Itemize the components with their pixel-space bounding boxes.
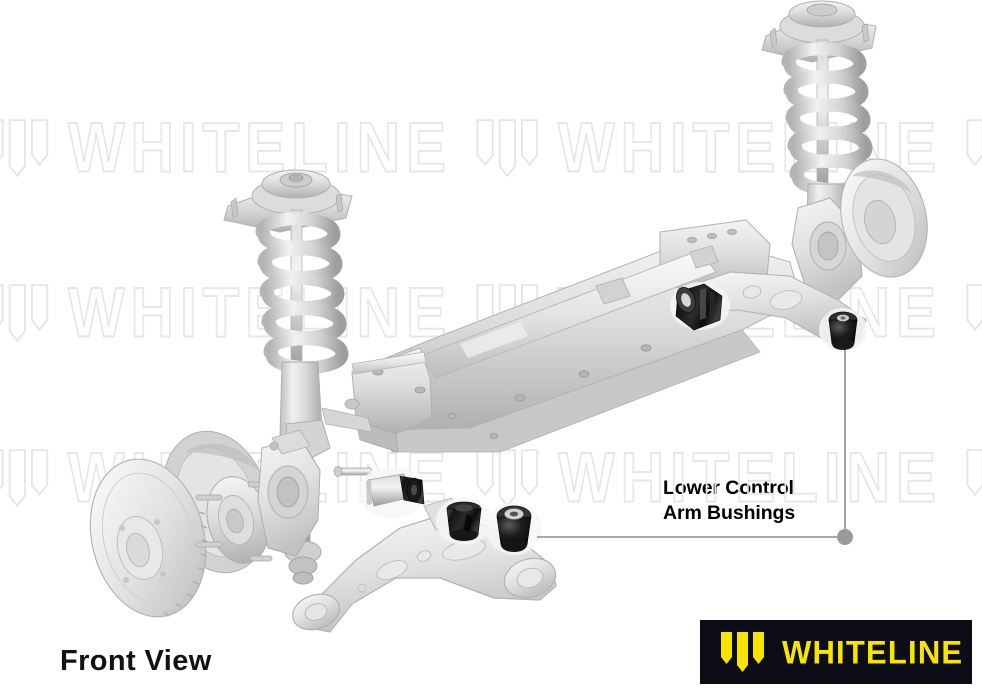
bushing-front-outer — [819, 308, 867, 352]
left-coil-spring — [255, 212, 349, 374]
bushing-ring — [436, 497, 492, 545]
callout-label-line1: Lower Control — [663, 477, 794, 499]
left-brake-assembly — [89, 429, 321, 618]
wheel-hub — [195, 476, 273, 564]
left-steering-knuckle — [257, 429, 321, 557]
bushing-domed — [486, 503, 542, 555]
right-brake-disc — [840, 158, 928, 278]
brake-rotor — [89, 458, 209, 618]
callout-label-line2: Arm Bushings — [663, 502, 796, 525]
bushing-rear-inner — [670, 282, 730, 331]
leader-endpoint-dot — [837, 529, 853, 545]
bushing-bolt-sleeve — [358, 466, 426, 518]
whiteline-logo: WHITELINE — [700, 620, 972, 684]
callout-label: Lower Control Arm Bushings — [663, 476, 893, 526]
whiteline-wordmark: WHITELINE — [782, 633, 964, 671]
front-view-label: Front View — [60, 645, 212, 677]
whiteline-shield-mark — [721, 632, 764, 672]
